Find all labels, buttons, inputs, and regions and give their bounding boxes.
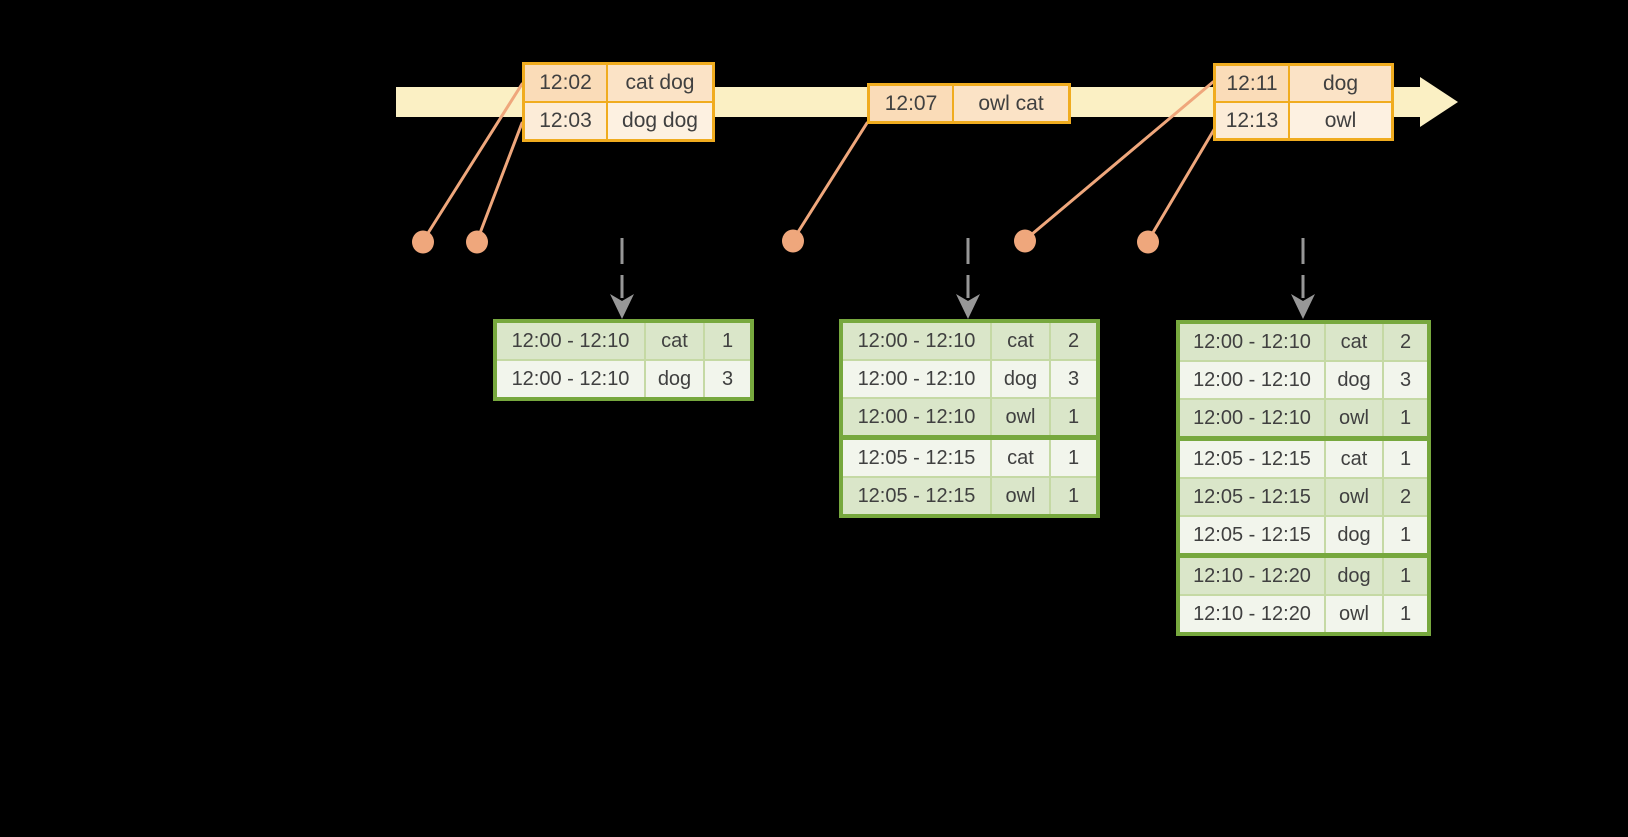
window-cell: 12:05 - 12:15 bbox=[1180, 441, 1324, 477]
event-row: 12:11 dog bbox=[1216, 66, 1391, 101]
word-cell: dog bbox=[1324, 558, 1382, 594]
word-cell: cat bbox=[1324, 324, 1382, 360]
connector-line bbox=[1023, 80, 1215, 242]
count-cell: 2 bbox=[1382, 324, 1427, 360]
window-cell: 12:00 - 12:10 bbox=[1180, 362, 1324, 398]
window-cell: 12:00 - 12:10 bbox=[497, 323, 644, 359]
event-table-3: 12:11 dog 12:13 owl bbox=[1213, 63, 1394, 141]
window-cell: 12:05 - 12:15 bbox=[1180, 479, 1324, 515]
result-row: 12:00 - 12:10 owl 1 bbox=[1180, 398, 1427, 436]
window-cell: 12:00 - 12:10 bbox=[1180, 324, 1324, 360]
word-cell: dog bbox=[990, 361, 1049, 397]
event-table-1: 12:02 cat dog 12:03 dog dog bbox=[522, 62, 715, 142]
window-cell: 12:00 - 12:10 bbox=[497, 361, 644, 397]
window-cell: 12:00 - 12:10 bbox=[1180, 400, 1324, 436]
event-time-cell: 12:02 bbox=[525, 65, 606, 101]
event-dot bbox=[1137, 230, 1159, 254]
result-table-2: 12:00 - 12:10 cat 2 12:00 - 12:10 dog 3 … bbox=[839, 319, 1100, 518]
event-dot bbox=[782, 229, 804, 253]
event-words-cell: owl bbox=[1288, 103, 1391, 138]
word-cell: owl bbox=[1324, 400, 1382, 436]
window-cell: 12:05 - 12:15 bbox=[843, 478, 990, 514]
event-time-cell: 12:13 bbox=[1216, 103, 1288, 138]
window-cell: 12:00 - 12:10 bbox=[843, 361, 990, 397]
event-dot bbox=[1014, 229, 1036, 253]
window-cell: 12:05 - 12:15 bbox=[843, 440, 990, 476]
word-cell: cat bbox=[1324, 441, 1382, 477]
word-cell: owl bbox=[1324, 479, 1382, 515]
event-dot bbox=[412, 230, 434, 254]
word-cell: cat bbox=[990, 440, 1049, 476]
trigger-arrowhead-icon bbox=[610, 294, 634, 319]
result-row: 12:00 - 12:10 dog 3 bbox=[497, 359, 750, 397]
event-dot bbox=[466, 230, 488, 254]
trigger-arrowhead-icon bbox=[956, 294, 980, 319]
word-cell: dog bbox=[1324, 362, 1382, 398]
window-cell: 12:05 - 12:15 bbox=[1180, 517, 1324, 553]
count-cell: 1 bbox=[1382, 441, 1427, 477]
count-cell: 2 bbox=[1382, 479, 1427, 515]
trigger-arrowhead-icon bbox=[1291, 294, 1315, 319]
result-row: 12:00 - 12:10 cat 1 bbox=[497, 323, 750, 359]
window-cell: 12:10 - 12:20 bbox=[1180, 558, 1324, 594]
connector-line bbox=[475, 121, 524, 243]
word-cell: owl bbox=[990, 478, 1049, 514]
count-cell: 3 bbox=[703, 361, 750, 397]
window-cell: 12:00 - 12:10 bbox=[843, 323, 990, 359]
count-cell: 1 bbox=[1382, 517, 1427, 553]
count-cell: 1 bbox=[1049, 399, 1096, 435]
event-words-cell: dog dog bbox=[606, 103, 712, 139]
count-cell: 1 bbox=[1382, 400, 1427, 436]
result-row: 12:00 - 12:10 cat 2 bbox=[1180, 324, 1427, 360]
count-cell: 1 bbox=[1382, 558, 1427, 594]
result-row: 12:05 - 12:15 owl 1 bbox=[843, 476, 1096, 514]
timeline-arrowhead-icon bbox=[1420, 77, 1458, 127]
event-words-cell: owl cat bbox=[952, 86, 1068, 121]
count-cell: 2 bbox=[1049, 323, 1096, 359]
result-table-1: 12:00 - 12:10 cat 1 12:00 - 12:10 dog 3 bbox=[493, 319, 754, 401]
result-row: 12:05 - 12:15 dog 1 bbox=[1180, 515, 1427, 553]
word-cell: owl bbox=[1324, 596, 1382, 632]
word-cell: owl bbox=[990, 399, 1049, 435]
word-cell: dog bbox=[1324, 517, 1382, 553]
result-row: 12:10 - 12:20 dog 1 bbox=[1180, 553, 1427, 594]
event-row: 12:03 dog dog bbox=[525, 101, 712, 139]
event-table-2: 12:07 owl cat bbox=[867, 83, 1071, 124]
count-cell: 3 bbox=[1049, 361, 1096, 397]
event-row: 12:02 cat dog bbox=[525, 65, 712, 101]
result-row: 12:00 - 12:10 dog 3 bbox=[843, 359, 1096, 397]
window-cell: 12:10 - 12:20 bbox=[1180, 596, 1324, 632]
event-words-cell: dog bbox=[1288, 66, 1391, 101]
count-cell: 1 bbox=[1049, 440, 1096, 476]
event-row: 12:13 owl bbox=[1216, 101, 1391, 138]
result-row: 12:10 - 12:20 owl 1 bbox=[1180, 594, 1427, 632]
connector-line bbox=[1146, 126, 1217, 243]
count-cell: 1 bbox=[1382, 596, 1427, 632]
result-row: 12:05 - 12:15 cat 1 bbox=[1180, 436, 1427, 477]
connector-line bbox=[421, 82, 524, 243]
event-words-cell: cat dog bbox=[606, 65, 712, 101]
result-row: 12:00 - 12:10 owl 1 bbox=[843, 397, 1096, 435]
result-row: 12:05 - 12:15 cat 1 bbox=[843, 435, 1096, 476]
word-cell: dog bbox=[644, 361, 703, 397]
event-time-cell: 12:03 bbox=[525, 103, 606, 139]
result-table-3: 12:00 - 12:10 cat 2 12:00 - 12:10 dog 3 … bbox=[1176, 320, 1431, 636]
result-row: 12:00 - 12:10 dog 3 bbox=[1180, 360, 1427, 398]
result-row: 12:00 - 12:10 cat 2 bbox=[843, 323, 1096, 359]
word-cell: cat bbox=[990, 323, 1049, 359]
window-cell: 12:00 - 12:10 bbox=[843, 399, 990, 435]
connector-line bbox=[791, 121, 869, 242]
count-cell: 1 bbox=[1049, 478, 1096, 514]
count-cell: 1 bbox=[703, 323, 750, 359]
event-time-cell: 12:07 bbox=[870, 86, 952, 121]
event-time-cell: 12:11 bbox=[1216, 66, 1288, 101]
word-cell: cat bbox=[644, 323, 703, 359]
event-row: 12:07 owl cat bbox=[870, 86, 1068, 121]
result-row: 12:05 - 12:15 owl 2 bbox=[1180, 477, 1427, 515]
count-cell: 3 bbox=[1382, 362, 1427, 398]
